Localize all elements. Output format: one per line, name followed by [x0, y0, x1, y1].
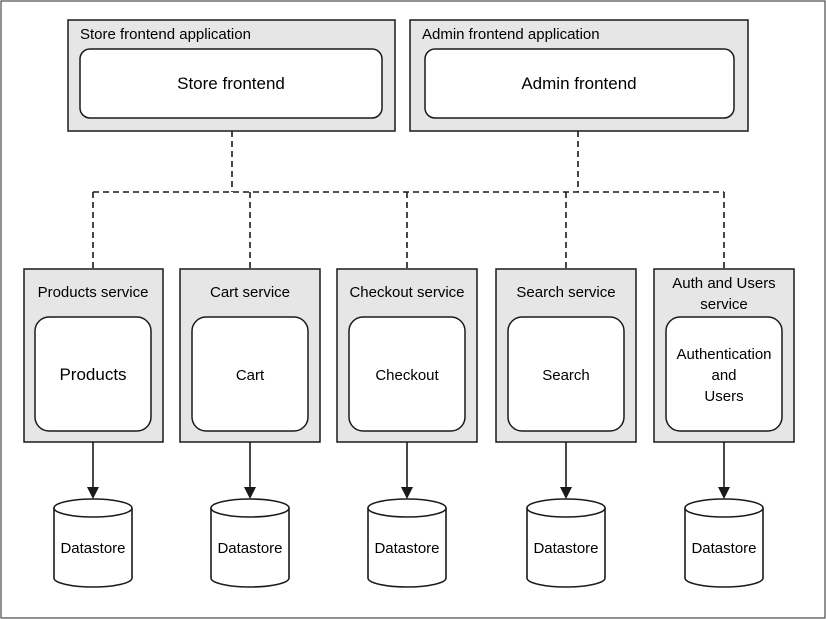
service-component-label-line-3: Users: [704, 388, 743, 405]
service-checkout: Checkout service Checkout Datastore: [336, 268, 478, 588]
arrow-head: [718, 487, 730, 499]
datastore-cylinder-top: [367, 498, 447, 518]
frontend-app-label: Store frontend application: [80, 26, 251, 43]
service-label-line-2: service: [700, 296, 748, 313]
datastore-cylinder: [210, 508, 290, 588]
datastore-cylinder: [367, 508, 447, 588]
datastore-cylinder: [53, 508, 133, 588]
service-component-box: [34, 316, 152, 432]
service-search: Search service Search Datastore: [495, 268, 637, 588]
datastore-label: Datastore: [533, 540, 598, 557]
service-cart: Cart service Cart Datastore: [179, 268, 321, 588]
service-component-box: [348, 316, 466, 432]
arrow-head: [560, 487, 572, 499]
service-component-label-line-1: Authentication: [676, 346, 771, 363]
service-label: Checkout service: [349, 284, 464, 301]
arrow-head: [401, 487, 413, 499]
datastore-cylinder-top: [53, 498, 133, 518]
datastore-label: Datastore: [691, 540, 756, 557]
service-component-label: Search: [542, 367, 590, 384]
service-component-box: [507, 316, 625, 432]
service-component-label: Cart: [236, 367, 265, 384]
frontend-component-box: [424, 48, 735, 119]
arrow-head: [87, 487, 99, 499]
service-component-box: [191, 316, 309, 432]
arrow-head: [244, 487, 256, 499]
datastore-label: Datastore: [60, 540, 125, 557]
datastore-cylinder-top: [526, 498, 606, 518]
datastore-label: Datastore: [374, 540, 439, 557]
service-products: Products service Products Datastore: [23, 268, 164, 588]
frontend-app-label: Admin frontend application: [422, 26, 600, 43]
frontend-admin: Admin frontend application Admin fronten…: [409, 19, 749, 132]
datastore-label: Datastore: [217, 540, 282, 557]
frontend-store: Store frontend application Store fronten…: [67, 19, 396, 132]
service-component-label: Checkout: [375, 367, 439, 384]
service-label-line-1: Auth and Users: [672, 275, 775, 292]
service-label: Search service: [516, 284, 615, 301]
datastore-cylinder-top: [210, 498, 290, 518]
datastore-cylinder: [526, 508, 606, 588]
service-component-label-line-2: and: [711, 367, 736, 384]
service-component-label: Products: [59, 365, 126, 384]
service-auth-users: Auth and Users service Authentication an…: [653, 268, 795, 588]
service-label: Products service: [38, 284, 149, 301]
datastore-cylinder-top: [684, 498, 764, 518]
frontend-component-box: [79, 48, 383, 119]
service-component-box: [665, 316, 783, 432]
frontend-component-label: Admin frontend: [521, 74, 636, 93]
datastore-cylinder: [684, 508, 764, 588]
service-label: Cart service: [210, 284, 290, 301]
dashed-connections: [92, 131, 725, 269]
frontend-component-label: Store frontend: [177, 74, 285, 93]
